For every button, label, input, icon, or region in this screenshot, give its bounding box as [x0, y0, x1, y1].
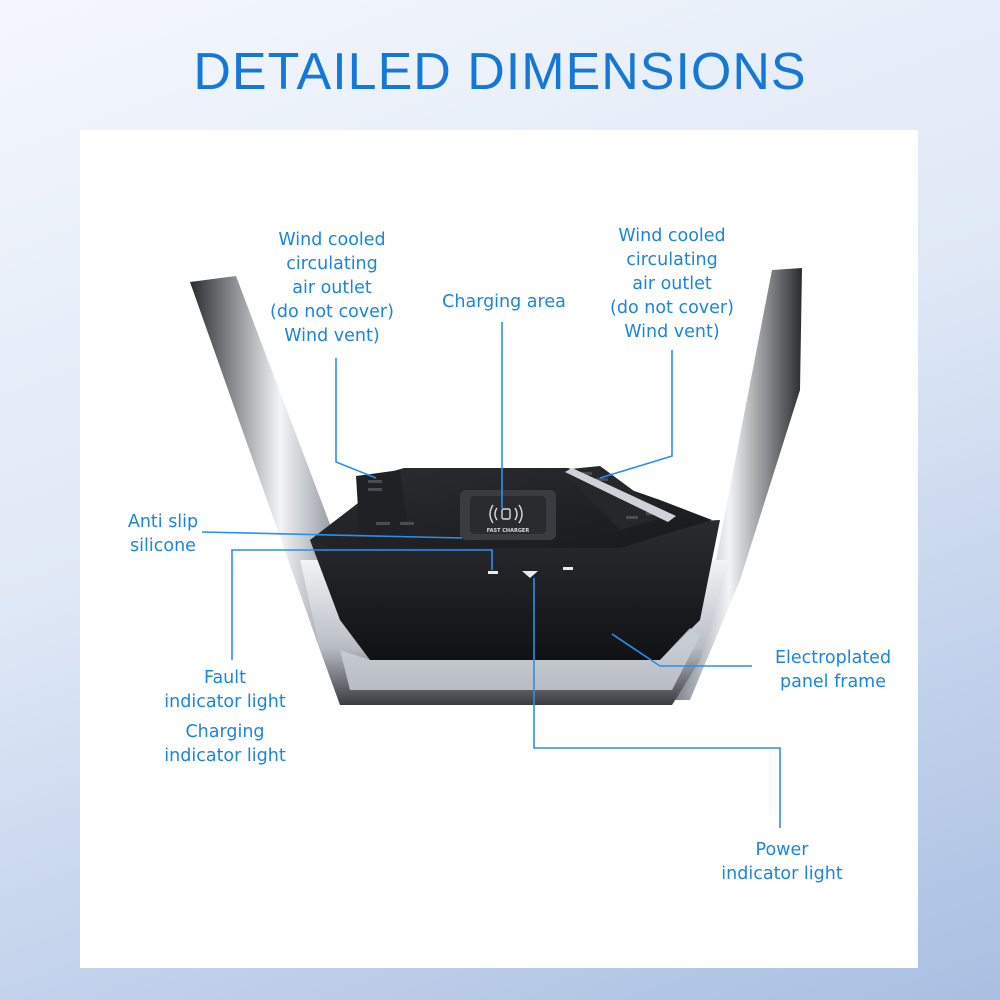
label-charging-indicator: Charging indicator light [164, 722, 286, 766]
label-charging-area: Charging area [442, 292, 566, 312]
wind-right-leader [599, 350, 673, 479]
right-top-strip [565, 468, 676, 522]
power-leader [533, 578, 781, 828]
electroplated-leader [611, 633, 752, 667]
anti-slip-leader [201, 531, 463, 539]
charging-indicator-light [563, 567, 573, 570]
device: FAST CHARGER [190, 268, 802, 705]
label-fault-indicator: Fault indicator light [164, 668, 286, 712]
page-title: DETAILED DIMENSIONS [193, 43, 807, 101]
label-wind-vent-left: Wind cooled circulating air outlet (do n… [270, 230, 394, 346]
left-vent-block [356, 470, 408, 540]
label-wind-vent-right: Wind cooled circulating air outlet (do n… [610, 226, 734, 342]
label-anti-slip: Anti slip silicone [127, 512, 199, 556]
left-vent-slits [368, 480, 414, 525]
leader-lines [201, 322, 781, 828]
front-panel [310, 520, 720, 660]
charging-pad-text: FAST CHARGER [487, 528, 530, 534]
label-electroplated-frame: Electroplated panel frame [774, 648, 892, 692]
front-bevel [340, 628, 700, 690]
power-indicator-light [522, 571, 538, 578]
charging-pad-inner [470, 496, 546, 534]
wind-left-leader [335, 358, 377, 479]
wireless-charging-icon [489, 504, 523, 524]
label-power-indicator: Power indicator light [721, 840, 843, 884]
right-chrome-wing [640, 268, 802, 700]
fault-charging-leader [231, 549, 493, 660]
fault-indicator-light [488, 571, 498, 574]
